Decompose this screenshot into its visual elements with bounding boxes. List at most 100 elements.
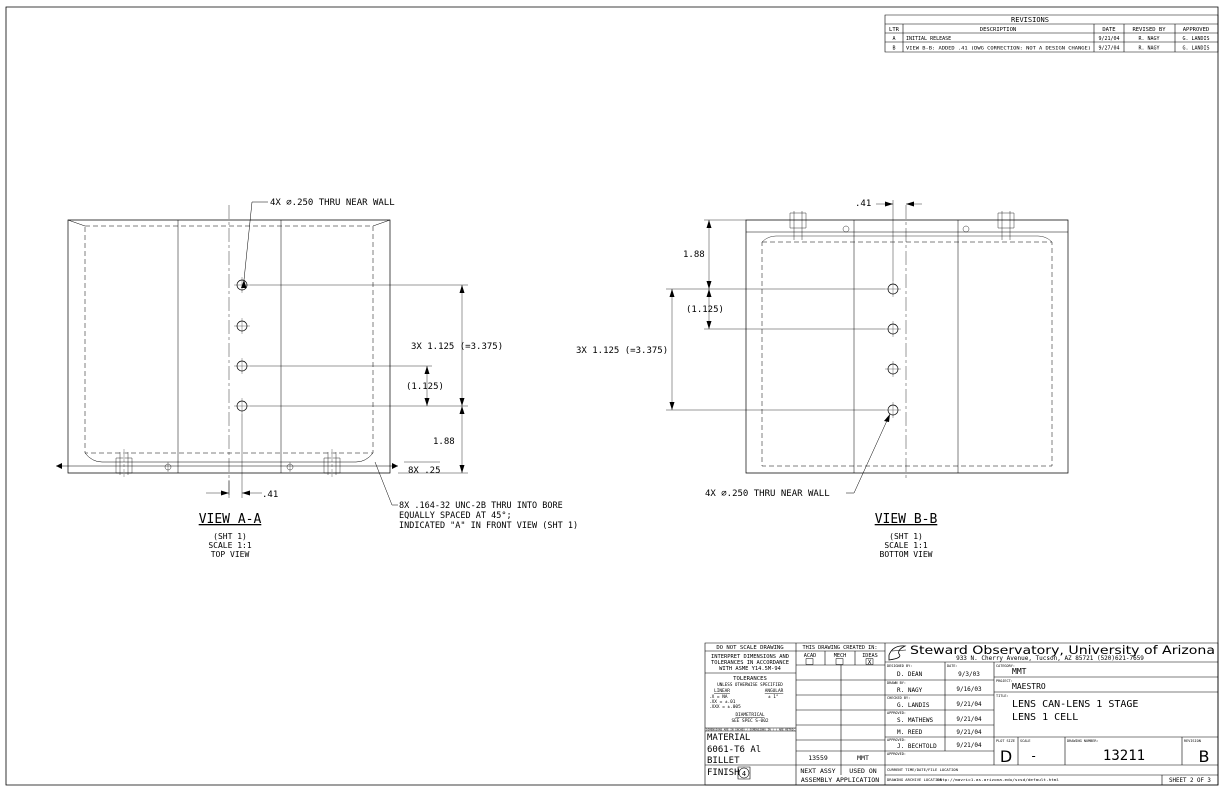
- signoff-approved-date-3: 9/21/04: [956, 742, 982, 749]
- scale-value: -: [1030, 749, 1037, 763]
- cad-acad-checkbox: [806, 659, 813, 665]
- revision-b-description: VIEW B-B: ADDED .41 (DWG CORRECTION: NOT…: [906, 46, 1091, 52]
- signoff-drawn-name: R. NAGY: [897, 687, 923, 694]
- view-aa-drawing: [56, 202, 468, 505]
- cad-acad: ACAD: [804, 653, 817, 659]
- material-label: MATERIAL: [707, 733, 750, 743]
- title-block-grid: [705, 643, 1218, 785]
- signoff-checked-label: CHECKED BY:: [887, 696, 910, 700]
- signoff-checked-name: G. LANDIS: [897, 702, 930, 709]
- view-bb-arrowheads: [669, 201, 914, 422]
- view-aa-sub-sheet: (SHT 1): [213, 532, 247, 541]
- plot-size-value: D: [1000, 747, 1012, 766]
- view-bb-holes-note: 4X ⌀.250 THRU NEAR WALL: [705, 489, 830, 499]
- view-aa-ref-dim: (1.125): [406, 382, 444, 392]
- cad-ideas-checkbox: [866, 659, 873, 665]
- cad-mech-checkbox: [836, 659, 843, 665]
- signoff-designed-date: 9/3/03: [958, 671, 980, 678]
- drawing-title-line-2: LENS 1 CELL: [1012, 712, 1078, 723]
- drawing-number-value: 13211: [1103, 748, 1145, 764]
- view-aa-pattern-dim: 3X 1.125 (=3.375): [411, 342, 503, 352]
- scale-label: SCALE: [1020, 739, 1031, 743]
- view-aa-tapped-note-line1: 8X .164-32 UNC-2B THRU INTO BORE: [399, 501, 563, 511]
- plot-size-label: PLOT SIZE: [996, 739, 1015, 743]
- view-aa-tapped-note-line2: EQUALLY SPACED AT 45°;: [399, 511, 512, 521]
- diametrical-value: SEE SPEC S-002: [731, 718, 768, 724]
- view-aa-offset-dim: .41: [262, 490, 278, 500]
- angular-label: ANGULAR: [765, 688, 784, 694]
- revision-a-ltr: A: [892, 36, 895, 42]
- tol-line-2: .XX = ±.01: [709, 699, 736, 705]
- signoff-approved-label-3: APPROVED:: [887, 738, 906, 742]
- signoff-approved-label-4: APPROVED:: [887, 752, 906, 756]
- revision-b-date: 9/27/04: [1098, 46, 1119, 52]
- view-bb-drawing: [666, 200, 1068, 493]
- tol-line-3: .XXX = ±.005: [709, 704, 741, 710]
- signoff-approved-date-1: 9/21/04: [956, 716, 982, 723]
- used-on-value: MMT: [857, 754, 869, 762]
- signoff-designed-name: D. DEAN: [897, 671, 923, 678]
- view-aa-sub-view: TOP VIEW: [211, 550, 250, 559]
- signoff-date-label: DATE:: [947, 664, 958, 668]
- org-address: 933 N. Cherry Avenue, Tucson, AZ 85721 (…: [956, 655, 1144, 662]
- finish-value: 4: [742, 770, 746, 778]
- category-value: MMT: [1012, 667, 1027, 676]
- revision-b-approved: G. LANDIS: [1182, 46, 1209, 52]
- project-value: MAESTRO: [1012, 682, 1046, 691]
- drawing-number-label: DRAWING NUMBER:: [1067, 739, 1099, 743]
- revision-b-ltr: B: [892, 46, 895, 52]
- signoff-approved-name-2: M. REED: [897, 729, 923, 736]
- finish-label: FINISH: [707, 768, 740, 778]
- sheet-number: SHEET 2 OF 3: [1169, 778, 1211, 784]
- linear-label: LINEAR: [714, 688, 730, 694]
- archive-label: DRAWING ARCHIVE LOCATION: [887, 777, 943, 782]
- view-aa-tapped-note-line3: INDICATED "A" IN FRONT VIEW (SHT 1): [399, 521, 578, 531]
- view-bb-sub-sheet: (SHT 1): [889, 532, 923, 541]
- view-bb-offset-dim: .41: [855, 199, 871, 209]
- view-bb-sub-scale: SCALE 1:1: [884, 541, 928, 550]
- revisions-header-date: DATE: [1102, 27, 1115, 33]
- created-in-label: THIS DRAWING CREATED IN:: [803, 645, 878, 651]
- revisions-table: [885, 15, 1218, 52]
- view-aa-chamfer-dim: 8X .25: [408, 466, 441, 476]
- revision-b-revised-by: R. NAGY: [1138, 46, 1159, 52]
- revisions-header-approved: APPROVED: [1183, 27, 1210, 33]
- revision-a-revised-by: R. NAGY: [1138, 36, 1159, 42]
- tolerances-sub: UNLESS OTHERWISE SPECIFIED: [717, 682, 783, 687]
- signoff-approved-date-2: 9/21/04: [956, 729, 982, 736]
- revisions-header-ltr: LTR: [889, 27, 900, 33]
- interpret-line-3: WITH ASME Y14.5M-94: [719, 666, 781, 672]
- signoff-drawn-date: 9/16/03: [956, 686, 982, 693]
- signoff-drawn-label: DRAWN BY:: [887, 681, 906, 685]
- org-name: Steward Observatory, University of Arizo…: [910, 643, 1215, 657]
- view-bb-edge-dim: 1.88: [683, 250, 705, 260]
- revision-value: B: [1199, 747, 1210, 766]
- revision-label: REVISION: [1184, 739, 1201, 743]
- current-time-label: CURRENT TIME/DATE/FILE LOCATION: [887, 767, 959, 772]
- view-aa-edge-dim: 1.88: [433, 437, 455, 447]
- cad-mech: MECH: [834, 653, 847, 659]
- next-assy-number: 13559: [808, 754, 828, 762]
- tol-line-1: .X = NA: [709, 694, 728, 700]
- revision-a-approved: G. LANDIS: [1182, 36, 1209, 42]
- signoff-approved-name-3: J. BECHTOLD: [897, 743, 937, 750]
- used-on-label: USED ON: [849, 767, 876, 775]
- archive-url: http://mavric1.as.arizona.edu/scsd/defau…: [937, 777, 1059, 782]
- cad-ideas: IDEAS: [862, 653, 878, 659]
- view-aa-title: VIEW A-A: [199, 512, 262, 527]
- view-bb-sub-view: BOTTOM VIEW: [880, 550, 933, 559]
- title-label: TITLE:: [996, 694, 1009, 698]
- fine-print: DIMENSIONS ARE IN INCHES / DIMENSIONS IN…: [706, 728, 795, 732]
- view-aa-arrowheads: [56, 280, 465, 496]
- do-not-scale-note: DO NOT SCALE DRAWING: [716, 645, 784, 651]
- finish-symbol-box: [738, 767, 750, 779]
- assembly-application-label: ASSEMBLY APPLICATION: [801, 776, 879, 784]
- interpret-line-1: INTERPRET DIMENSIONS AND: [711, 654, 789, 660]
- finish-symbol-circle: [739, 768, 749, 778]
- view-aa-holes-note: 4X ⌀.250 THRU NEAR WALL: [270, 198, 395, 208]
- view-aa-sub-scale: SCALE 1:1: [208, 541, 252, 550]
- revisions-header-description: DESCRIPTION: [980, 27, 1016, 33]
- diametrical-label: DIAMETRICAL: [735, 712, 764, 718]
- interpret-line-2: TOLERANCES IN ACCORDANCE: [711, 660, 789, 666]
- category-label: CATEGORY:: [996, 664, 1015, 668]
